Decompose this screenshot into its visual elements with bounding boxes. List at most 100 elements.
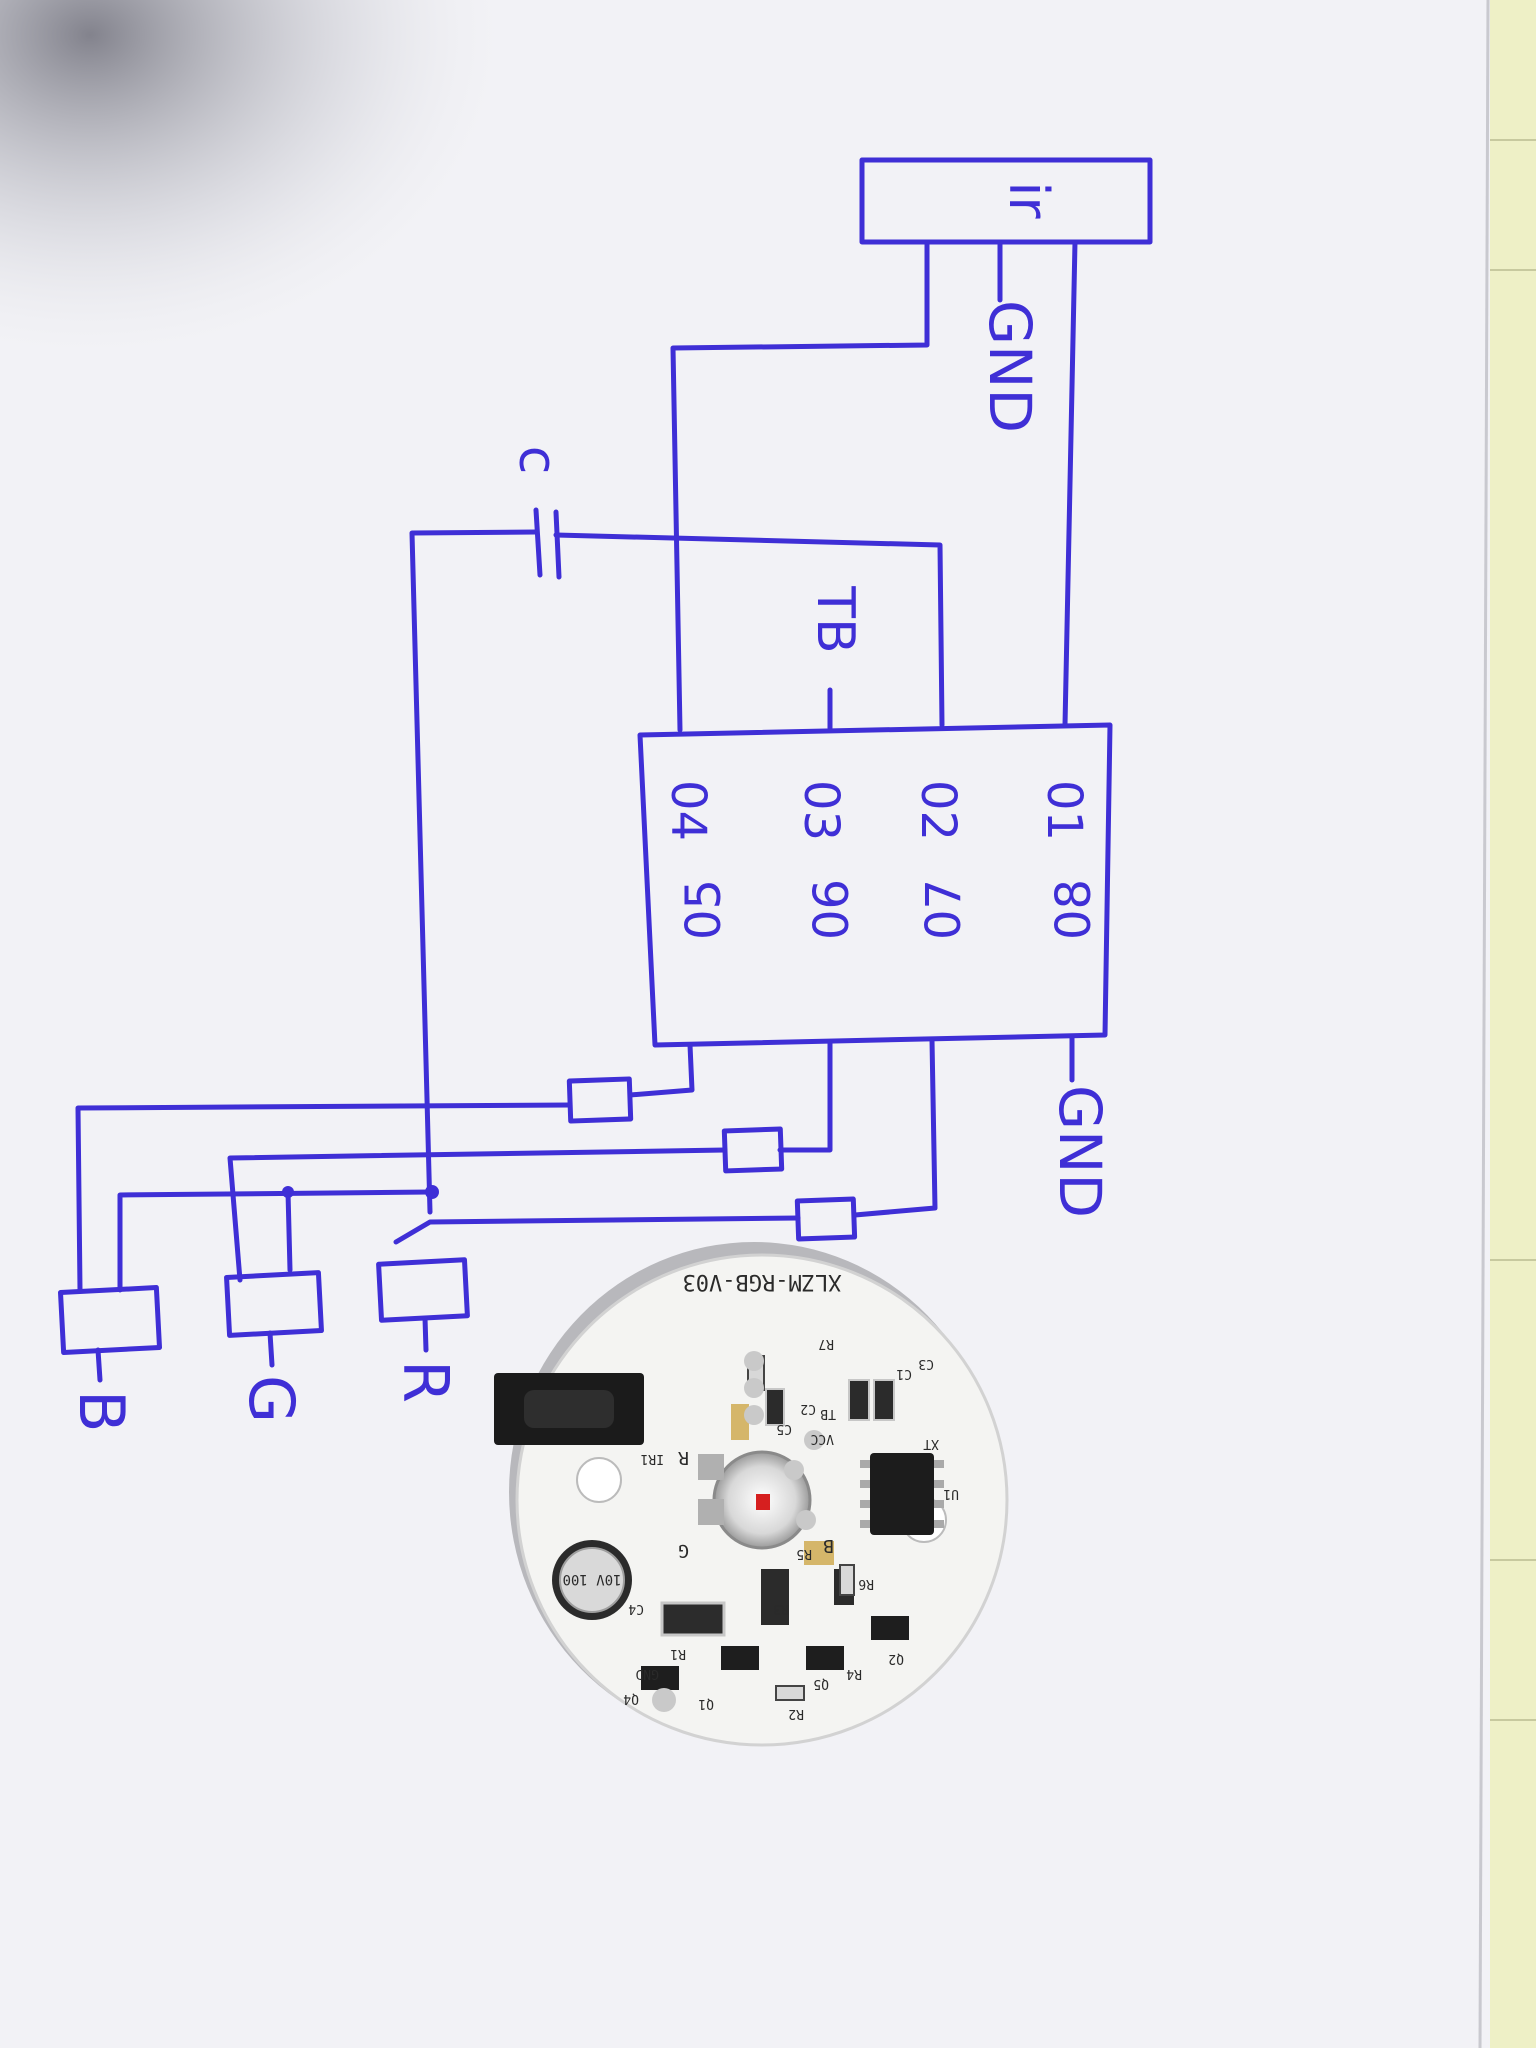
pin-label-03: 03 <box>793 780 849 841</box>
silk-q1: Q1 <box>698 1696 714 1711</box>
silk-q4: Q4 <box>623 1691 639 1706</box>
board-name: XLZM-RGB-V03 <box>683 1269 842 1294</box>
silk-r6: R6 <box>858 1576 874 1591</box>
ic-gnd-label: GND <box>1046 1085 1114 1218</box>
silk-r5: R5 <box>796 1546 812 1561</box>
output-wire-06-b <box>227 1147 728 1283</box>
ir-receiver-lens <box>524 1390 614 1428</box>
silk-q5: Q5 <box>813 1676 829 1691</box>
solder-joint-3 <box>804 1430 824 1450</box>
pin-label-04: 04 <box>660 780 716 841</box>
silk-r4: R4 <box>846 1666 862 1681</box>
ir-label: ir <box>997 181 1060 219</box>
pcb-board: 10V 100 <box>494 1242 1009 1747</box>
led-pad-b <box>57 1285 163 1355</box>
transistor-q5 <box>806 1646 844 1670</box>
transistor-q2 <box>871 1616 909 1640</box>
output-wire-06 <box>777 1039 833 1153</box>
led-lead-r <box>422 1315 429 1353</box>
silk-u1: U1 <box>943 1486 959 1501</box>
pin-label-02: 02 <box>910 780 966 841</box>
silk-ir1: IR1 <box>641 1451 664 1466</box>
smd-c-1 <box>873 1379 895 1421</box>
solder-joint-6 <box>744 1351 764 1371</box>
capacitor-marking: 10V 100 <box>562 1571 621 1587</box>
ir-gnd-label: GND <box>976 300 1044 433</box>
transistor-q4 <box>641 1666 679 1690</box>
common-wire <box>117 1189 433 1293</box>
solder-joint-1 <box>784 1460 804 1480</box>
output-label-g: G <box>235 1375 308 1423</box>
silk-r1: R1 <box>670 1646 686 1661</box>
ic-chip-outline <box>637 722 1113 1048</box>
silk-c5: C5 <box>776 1421 792 1436</box>
solder-joint-5 <box>744 1378 764 1398</box>
smd-components <box>641 1351 909 1712</box>
capacitor-right-wire <box>553 532 945 728</box>
output-wire-05 <box>627 1042 695 1098</box>
smd-c-2 <box>848 1379 870 1421</box>
capacitor-wire <box>409 529 539 1215</box>
output-label-r: R <box>389 1360 462 1403</box>
junction-dot-1 <box>425 1185 439 1199</box>
transistor-q1 <box>721 1646 759 1670</box>
ic-chip <box>870 1453 934 1535</box>
smd-resistor-large <box>660 1601 726 1637</box>
capacitor-label: c <box>507 446 567 475</box>
gnd-pad <box>652 1688 676 1712</box>
output-wire-07 <box>852 1037 938 1218</box>
silk-xt: XT <box>923 1436 939 1451</box>
mount-hole-right <box>576 1457 622 1503</box>
capacitor-plate-left <box>533 507 543 578</box>
output-label-b: B <box>65 1390 138 1433</box>
solder-joint-2 <box>796 1510 816 1530</box>
led-pad-g <box>224 1270 324 1338</box>
ir-receiver-box <box>859 157 1153 245</box>
silk-c3: C3 <box>918 1356 934 1371</box>
ic-pins <box>860 1460 944 1528</box>
smd-part-3 <box>804 1541 834 1565</box>
tb-label: TB <box>805 585 865 653</box>
pin-label-07: 07 <box>916 879 972 940</box>
resistor-05 <box>566 1076 634 1124</box>
pin-label-05: 05 <box>676 879 732 940</box>
silk-c2: C2 <box>800 1401 816 1416</box>
notebook-lines <box>1490 139 1536 1721</box>
led-pad-g-smd <box>698 1499 724 1525</box>
silk-q2: Q2 <box>888 1651 904 1666</box>
output-wire-05-b <box>75 1102 573 1293</box>
pin-label-01: 01 <box>1036 780 1092 841</box>
smd-c-3 <box>765 1388 785 1426</box>
pin-label-06: 06 <box>804 879 860 940</box>
led-pad-r-smd <box>698 1454 724 1480</box>
silkscreen-labels: XLZM-RGB-V03 R7 C1 C3 C2 C5 IR1 TB VCC X… <box>623 1269 959 1721</box>
silk-r7: R7 <box>818 1336 834 1351</box>
silk-r2: R2 <box>788 1706 804 1721</box>
smd-part-1 <box>761 1569 789 1625</box>
silk-tb: TB <box>820 1406 836 1421</box>
ir-vcc-wire <box>1062 239 1078 728</box>
solder-joint-4 <box>744 1405 764 1425</box>
silk-c4: C4 <box>628 1601 644 1616</box>
g-common-wire <box>285 1189 293 1273</box>
led-die <box>756 1494 770 1510</box>
paper-edge <box>1478 0 1490 2048</box>
silk-r: R <box>678 1447 689 1468</box>
silk-g: G <box>678 1540 689 1561</box>
output-wire-07-b <box>393 1215 801 1245</box>
silk-c1: C1 <box>896 1366 912 1381</box>
silk-b: B <box>823 1535 834 1556</box>
smd-r2 <box>775 1685 805 1701</box>
led-lead-b <box>95 1347 103 1383</box>
pin-label-08: 08 <box>1046 879 1102 940</box>
corner-shadow <box>0 0 900 700</box>
electrolytic-capacitor-top <box>559 1547 625 1613</box>
silk-vcc: VCC <box>811 1431 834 1446</box>
silk-r3: R3 <box>773 1601 789 1616</box>
silk-gnd: GND <box>635 1666 659 1681</box>
capacitor-plate-right <box>553 509 562 580</box>
schematic-drawing: ir GND c TB 01 02 03 04 05 06 07 08 GND <box>57 157 1153 1433</box>
smd-r6 <box>839 1564 855 1596</box>
led-lead-g <box>267 1330 275 1368</box>
